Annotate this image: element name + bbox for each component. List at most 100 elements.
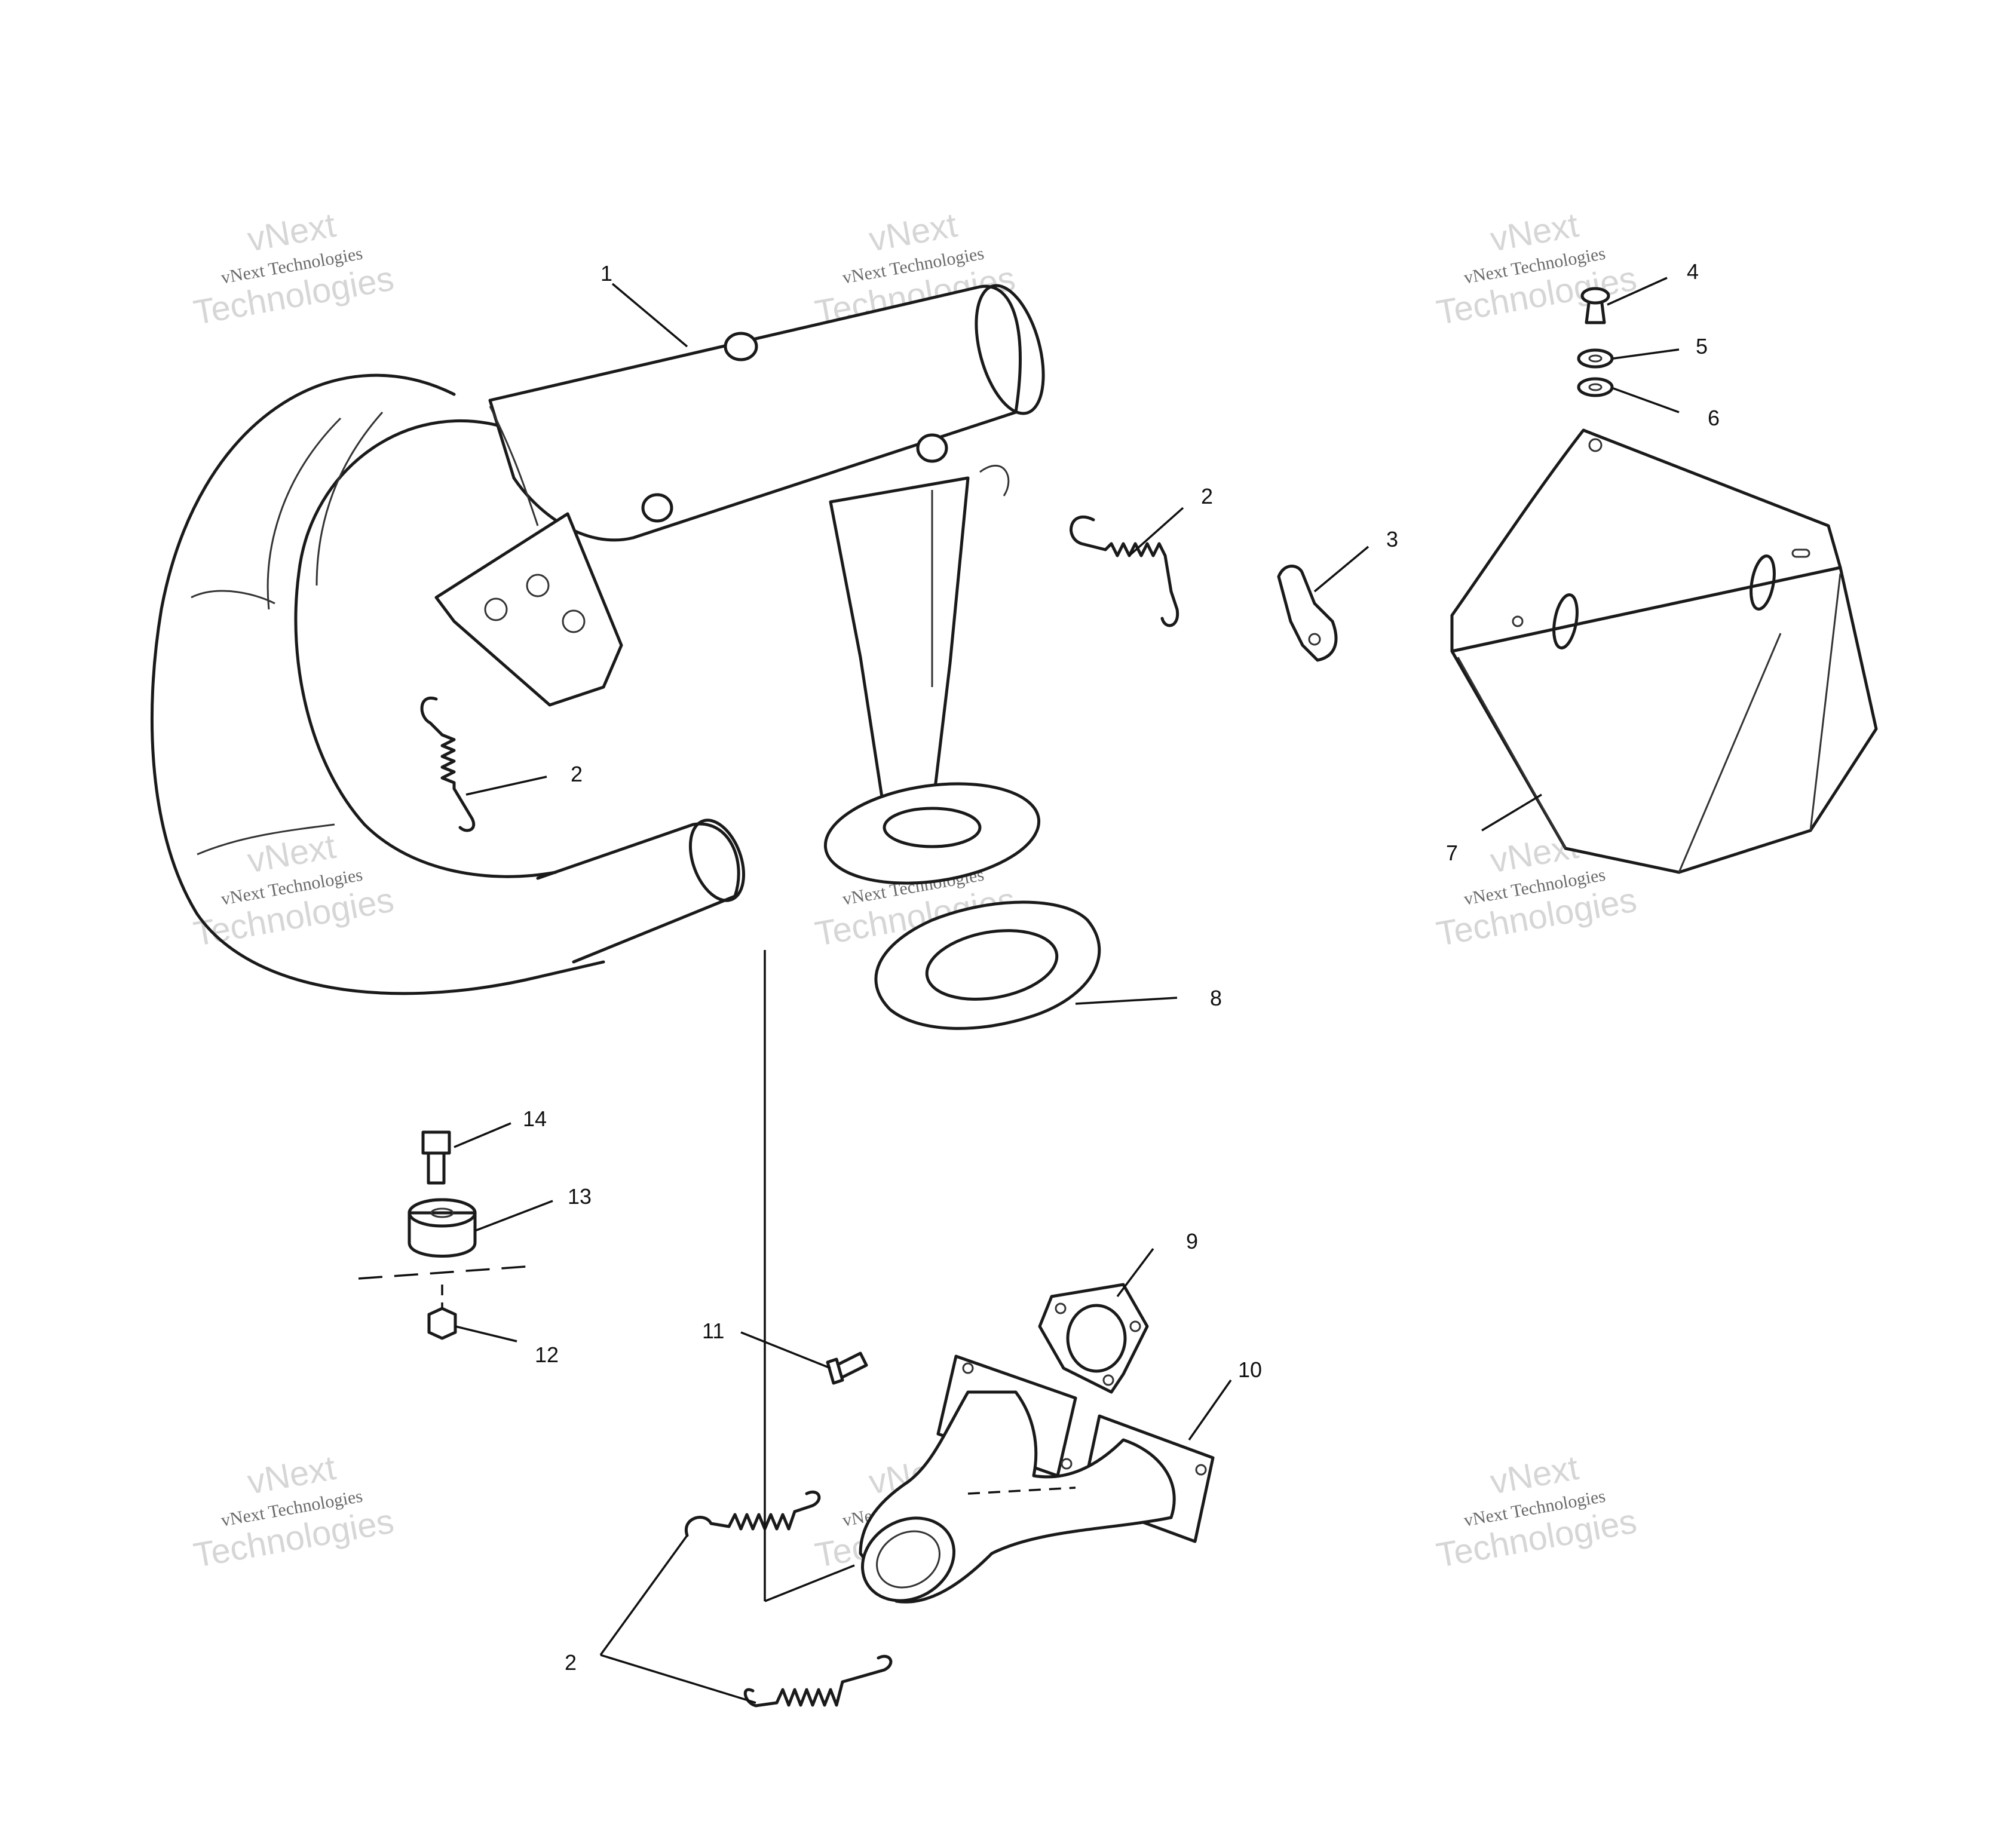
leader-6 (1613, 387, 1680, 413)
gasket-oval (874, 900, 1101, 1030)
spring-hook (420, 696, 444, 737)
mount-nut (427, 1307, 457, 1340)
bracket-hole (526, 574, 550, 597)
spring-coil (775, 1680, 844, 1707)
spring-coil (727, 1510, 796, 1531)
spring-hook (841, 1654, 893, 1684)
expansion-pipe-inner (294, 419, 557, 878)
spring-hook (1070, 515, 1107, 551)
leader-9 (1116, 1248, 1154, 1298)
spring-hook (743, 1688, 779, 1708)
leader-2-left (465, 776, 547, 796)
callout-3: 3 (1386, 527, 1398, 551)
callout-2-bottom: 2 (565, 1650, 577, 1675)
spring (684, 1490, 821, 1537)
silencer-grommet (724, 332, 758, 361)
expansion-pipe-band (315, 412, 384, 586)
silencer-hook (979, 464, 1010, 496)
mount-grommet-hole (430, 1207, 454, 1218)
callout-6: 6 (1708, 406, 1720, 430)
spring-hook (1160, 590, 1179, 627)
spring-hook (793, 1490, 821, 1513)
springs (420, 515, 1179, 1708)
stinger-tube (536, 822, 740, 964)
leader-7 (1481, 793, 1542, 832)
manifold-outlet-inner (876, 1530, 940, 1589)
mounting-bracket (434, 512, 623, 707)
callout-11: 11 (702, 1319, 724, 1343)
silencer-seam (489, 406, 539, 526)
washer (1577, 348, 1614, 369)
heat-shield-fold (1457, 657, 1567, 849)
leader-8 (1075, 997, 1178, 1005)
spring (420, 696, 475, 832)
bracket-hole (484, 597, 508, 621)
callout-1: 1 (600, 261, 612, 286)
washer-hole (1588, 383, 1603, 391)
callout-2-upper: 2 (1201, 484, 1213, 508)
leader-13 (474, 1200, 553, 1232)
leader-2-upper (1128, 507, 1184, 557)
rubber-mount-assembly (358, 1130, 526, 1340)
expansion-pipe-band (191, 590, 275, 605)
callout-labels: 1 2 3 4 5 6 7 2 8 9 10 11 12 13 14 2 (523, 259, 1720, 1675)
mount-bolt-shank (427, 1151, 446, 1185)
heat-shield-fold (1678, 633, 1782, 873)
flange-gasket (1038, 1283, 1149, 1394)
exhaust-pipe-assembly (150, 284, 1045, 995)
silencer-end-cap (975, 284, 1045, 415)
clip-bracket-body (1277, 565, 1338, 662)
leader-lines (454, 277, 1680, 1704)
heat-shield-slot (1552, 593, 1579, 649)
vertical-reference-return (764, 1564, 855, 1602)
watermark: vNext vNext Technologies Technologies (1433, 1448, 1640, 1575)
callout-12: 12 (535, 1342, 559, 1367)
spring-hook (452, 787, 475, 832)
heat-shield-fasteners (1577, 287, 1614, 397)
down-pipe-flange (823, 782, 1041, 885)
mount-grommet-side (408, 1211, 477, 1258)
down-pipe (829, 476, 970, 814)
spring (1070, 515, 1179, 627)
callout-4: 4 (1687, 259, 1699, 284)
spring-hook (684, 1516, 731, 1537)
flange-gasket-body (1038, 1283, 1149, 1394)
heat-shield-slot (1750, 554, 1776, 611)
silencer-grommet (641, 493, 673, 523)
bolt-small-head (826, 1357, 844, 1385)
manifold-bolt-hole (1195, 1464, 1207, 1476)
callout-5: 5 (1696, 334, 1708, 358)
callout-9: 9 (1186, 1229, 1198, 1253)
callout-2-left: 2 (571, 762, 583, 786)
screw-head (1580, 287, 1610, 305)
flange-gasket-bolt-hole (1129, 1320, 1141, 1332)
leader-2-bottom-a (599, 1534, 688, 1656)
spring-coil (440, 733, 456, 790)
down-pipe-flange-inner (883, 807, 982, 848)
flange-gasket-bolt-hole (1055, 1302, 1067, 1314)
leader-14 (454, 1122, 511, 1148)
callout-10: 10 (1238, 1357, 1262, 1382)
watermark: vNext vNext Technologies Technologies (1433, 206, 1640, 332)
callout-7: 7 (1446, 841, 1458, 865)
leader-4 (1607, 277, 1668, 306)
leader-1 (611, 283, 688, 348)
gasket-inner (925, 929, 1059, 1001)
stinger-tip (688, 819, 746, 902)
manifold-bolt-hole (962, 1362, 974, 1374)
manifold-dash-line (967, 1486, 1076, 1495)
washer (1577, 377, 1614, 397)
exhaust-manifold (859, 1354, 1215, 1604)
heat-shield-slot-small (1791, 548, 1810, 558)
reference-lines (764, 950, 1076, 1602)
heat-shield-fold (1809, 573, 1842, 831)
silencer-grommet (916, 433, 948, 463)
leader-10 (1188, 1379, 1232, 1441)
flange-gasket-bolt-hole (1102, 1374, 1114, 1386)
manifold-outlet (860, 1516, 956, 1602)
spring (743, 1654, 893, 1708)
leader-12 (455, 1325, 517, 1342)
heat-shield-hole (1588, 438, 1603, 452)
callout-8: 8 (1210, 986, 1222, 1010)
